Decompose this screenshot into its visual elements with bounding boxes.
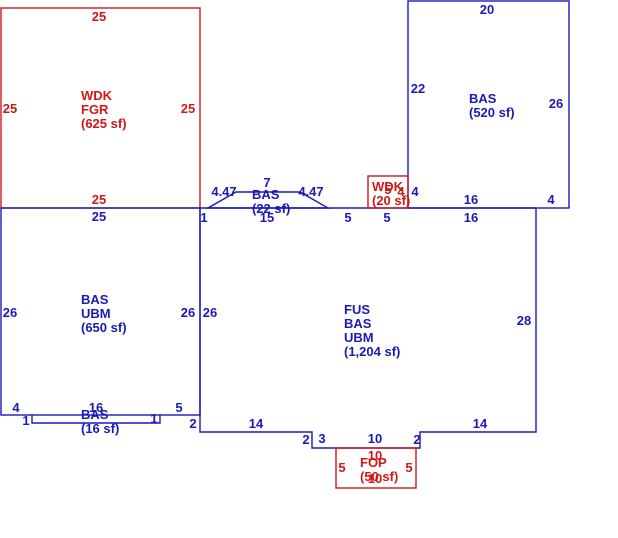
dimension-label: 1 (22, 413, 29, 428)
dimension-label: 14 (249, 416, 264, 431)
dimension-label: 25 (92, 209, 106, 224)
dimension-label: 10 (368, 471, 382, 486)
fus-outline (199, 207, 537, 449)
dimension-label: 25 (181, 101, 195, 116)
dimension-label: 4 (397, 184, 405, 199)
area-label: BAS(520 sf) (469, 91, 515, 120)
area-label: WDK(20 sf) (372, 179, 410, 208)
dimension-label: 4.47 (211, 184, 236, 199)
dimension-label: 25 (92, 9, 106, 24)
dimension-label: 10 (368, 431, 382, 446)
dimension-label: 5 (344, 210, 351, 225)
bas-16-outline (31, 415, 161, 424)
dimension-label: 5 (384, 182, 391, 197)
dimension-label: 25 (92, 192, 106, 207)
dimension-label: 26 (549, 96, 563, 111)
wdk-small-outline (367, 175, 409, 209)
dimension-label: 26 (3, 305, 17, 320)
dimension-label: 5 (383, 210, 390, 225)
dimension-label: 4 (411, 184, 419, 199)
dimension-label: 7 (263, 175, 270, 190)
dimension-label: 26 (203, 305, 217, 320)
dimension-label: 25 (3, 101, 17, 116)
dimension-label: 1 (150, 411, 157, 426)
dimension-label: 4 (12, 400, 20, 415)
dimension-label: 16 (89, 400, 103, 415)
dimension-label: 15 (260, 210, 274, 225)
dimension-label: 4 (547, 192, 555, 207)
dimension-label: 26 (181, 305, 195, 320)
dimension-label: 14 (473, 416, 488, 431)
fop-outline (335, 447, 417, 489)
dimension-label: 4.47 (298, 184, 323, 199)
dimension-label: 2 (189, 416, 196, 431)
dimension-label: 1 (200, 210, 207, 225)
dimension-label: 3 (318, 431, 325, 446)
area-label: BAS(22 sf) (252, 187, 290, 216)
dimension-label: 10 (368, 448, 382, 463)
dimension-label: 5 (175, 400, 182, 415)
dimension-label: 2 (302, 432, 309, 447)
dimension-label: 5 (338, 460, 345, 475)
dimension-label: 5 (405, 460, 412, 475)
dimension-label: 2 (413, 432, 420, 447)
dimension-label: 20 (480, 2, 494, 17)
dimension-label: 16 (464, 210, 478, 225)
dimension-label: 28 (517, 313, 531, 328)
area-label: FOP(50 sf) (360, 455, 398, 484)
dimension-label: 22 (411, 81, 425, 96)
bay-outline (205, 191, 331, 209)
area-label: BAS(16 sf) (81, 407, 119, 436)
dimension-label: 16 (464, 192, 478, 207)
